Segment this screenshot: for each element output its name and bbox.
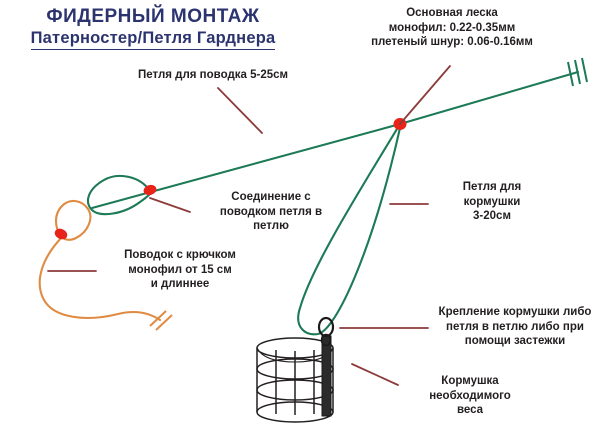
label-connection: Соединение с поводком петля в петлю bbox=[219, 191, 323, 232]
title-line-2: Патерностер/Петля Гарднера bbox=[30, 28, 276, 50]
main-line-end-marks bbox=[567, 57, 588, 87]
page-title: ФИДЕРНЫЙ МОНТАЖ Патерностер/Петля Гардне… bbox=[8, 6, 298, 50]
title-line-1: ФИДЕРНЫЙ МОНТАЖ bbox=[46, 6, 260, 27]
pointer-connection bbox=[149, 197, 191, 213]
leader-line bbox=[38, 235, 173, 331]
feeder-loop bbox=[297, 122, 402, 336]
pointer-main-line bbox=[399, 65, 451, 125]
feeder-cage bbox=[256, 337, 334, 423]
hook-end-marks bbox=[149, 310, 173, 331]
knot-dropper-loop bbox=[143, 184, 157, 196]
label-dropper-loop: Петля для поводка 5-25см bbox=[137, 69, 289, 81]
label-main-line: Основная леска монофил: 0.22-0.35мм плет… bbox=[371, 7, 533, 48]
pointer-feeder bbox=[351, 363, 399, 386]
pointer-lines bbox=[47, 65, 451, 386]
label-attachment: Крепление кормушки либо петля в петлю ли… bbox=[438, 306, 592, 347]
label-leader: Поводок с крючком монофил от 15 см и дли… bbox=[124, 249, 236, 290]
feeder-lead-strip bbox=[317, 316, 335, 417]
leader-loop bbox=[54, 200, 92, 241]
knot-leader-loop bbox=[54, 228, 68, 240]
pointer-dropper-loop bbox=[217, 87, 263, 134]
dropper-loop bbox=[87, 174, 154, 216]
label-feeder: Кормушка необходимого веса bbox=[429, 375, 511, 416]
label-feeder-loop: Петля для кормушки 3-20см bbox=[462, 181, 522, 222]
